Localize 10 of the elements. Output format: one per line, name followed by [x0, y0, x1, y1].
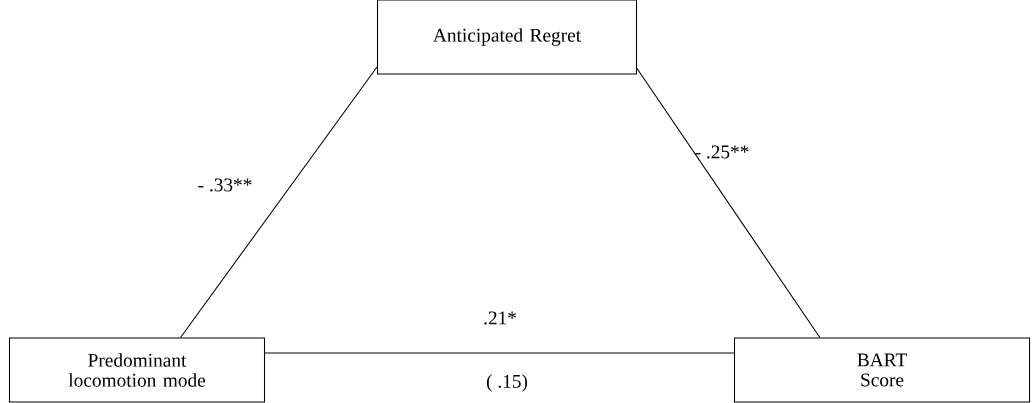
path-line	[180, 66, 378, 338]
edge-label: .21*	[484, 311, 516, 325]
variable-box: BART Score	[733, 337, 1031, 403]
variable-box: Anticipated Regret	[376, 0, 638, 75]
edge-label: - .33**	[198, 178, 252, 192]
path-line	[264, 352, 735, 354]
variable-box: Predominant locomotion mode	[8, 337, 266, 403]
path-line	[636, 68, 821, 338]
coefficient-label: ( .15)	[486, 374, 528, 392]
edge-label: - .25**	[695, 145, 749, 159]
